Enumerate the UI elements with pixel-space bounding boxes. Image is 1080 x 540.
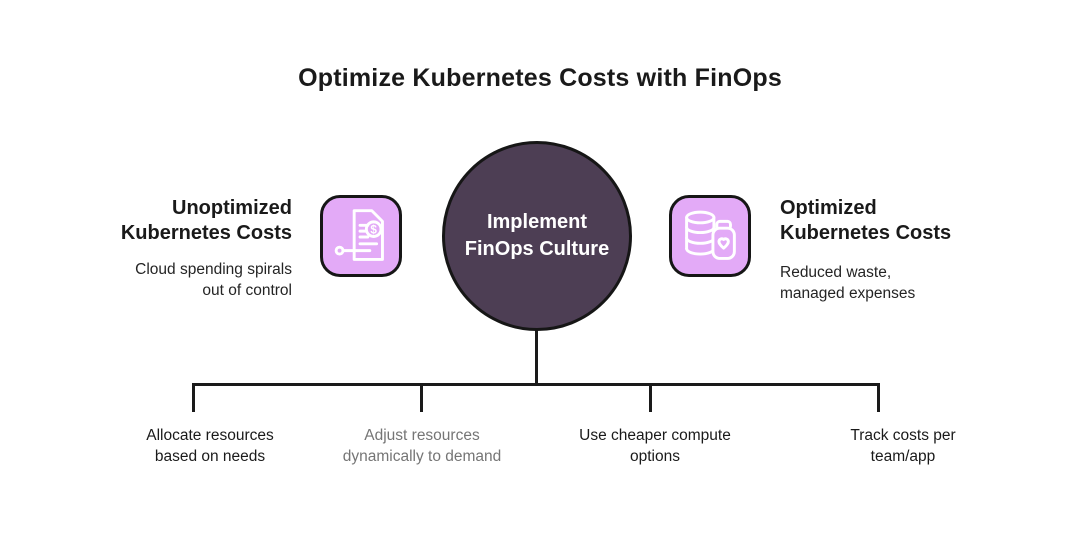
coins-savings-jar-icon (671, 197, 749, 275)
svg-text:$: $ (370, 224, 377, 237)
branch-label-allocate: Allocate resources based on needs (146, 427, 274, 465)
center-node: Implement FinOps Culture (442, 141, 632, 331)
optimized-heading: Optimized Kubernetes Costs (780, 197, 952, 244)
page-title: Optimize Kubernetes Costs with FinOps (298, 64, 782, 92)
connector-tick-3 (649, 383, 652, 412)
connector-tick-2 (420, 383, 423, 412)
connector-horizontal (192, 383, 880, 386)
branch-label-adjust: Adjust resources dynamically to demand (342, 427, 502, 465)
optimized-icon-tile (669, 195, 751, 277)
optimized-description: Reduced waste, managed expenses (780, 264, 916, 302)
branch-label-track-costs: Track costs per team/app (850, 427, 956, 465)
connector-tick-1 (192, 383, 195, 412)
connector-stem (535, 329, 538, 384)
unoptimized-description: Cloud spending spirals out of control (135, 261, 292, 299)
unoptimized-icon-tile: $ (320, 195, 402, 277)
invoice-dollar-icon: $ (322, 197, 400, 275)
branch-label-cheaper-compute: Use cheaper compute options (579, 427, 731, 465)
unoptimized-heading: Unoptimized Kubernetes Costs (120, 197, 292, 244)
center-node-label: Implement FinOps Culture (464, 211, 610, 260)
connector-tick-4 (877, 383, 880, 412)
